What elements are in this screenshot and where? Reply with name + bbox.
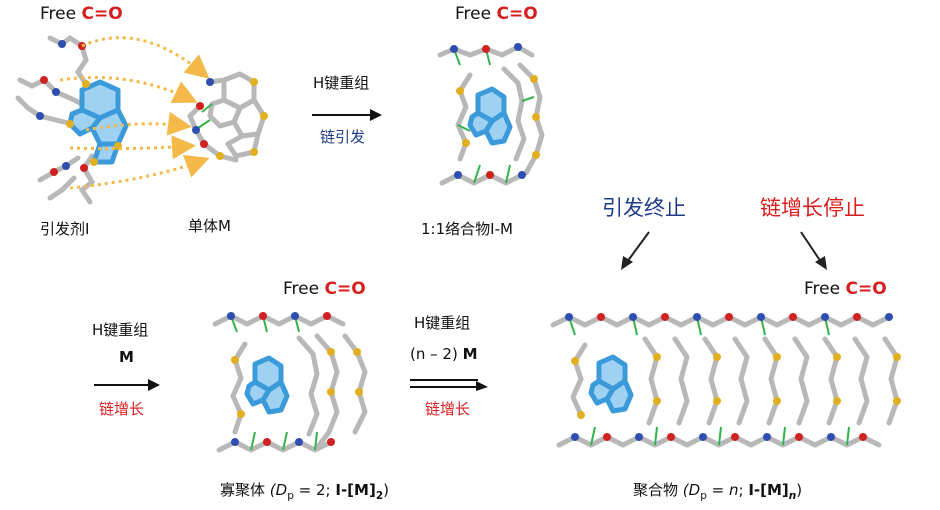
oligomer-dp: (Dp = 2; I-[M]2)	[269, 481, 389, 502]
complex-molecule	[437, 43, 545, 186]
step3-hbond-label: H键重组	[414, 314, 471, 332]
step2-chain-growth-label: 链增长	[99, 400, 145, 418]
dashed-arrows	[59, 36, 210, 190]
oligomer-molecule	[212, 312, 368, 453]
co-text: C=O	[496, 4, 538, 24]
free-text: Free	[804, 279, 841, 299]
free-text: Free	[455, 4, 492, 24]
free-co-label-polymer: Free C=O	[804, 281, 887, 298]
callout-init-stop: 引发终止	[602, 196, 686, 220]
free-co-label-complex: Free C=O	[455, 6, 538, 23]
step1-hbond-label: H键重组	[313, 74, 370, 92]
co-text: C=O	[324, 279, 366, 299]
callout-growth-stop: 链增长停止	[760, 196, 865, 220]
reaction-arrow-step2	[94, 379, 160, 391]
caption-initiator: 引发剂I	[40, 220, 90, 238]
step1-chain-init-label: 链引发	[320, 128, 366, 146]
monomer-text: M	[462, 345, 478, 363]
caption-polymer: 聚合物 (Dp = n; I-[M]n)	[633, 483, 802, 502]
callout-arrow-init-stop	[621, 231, 650, 270]
free-text: Free	[40, 4, 77, 24]
step2-hbond-label: H键重组	[92, 321, 149, 339]
caption-monomer: 单体M	[188, 217, 231, 235]
oligomer-prefix: 寡聚体	[220, 481, 266, 499]
polymer-molecule	[550, 313, 901, 448]
reaction-arrow-step1	[312, 109, 382, 121]
n-minus-2-text: (n – 2)	[410, 345, 458, 363]
callout-arrow-growth-stop	[800, 231, 827, 270]
caption-oligomer: 寡聚体 (Dp = 2; I-[M]2)	[220, 483, 389, 502]
step3-n-minus-2-label: (n – 2) M	[410, 347, 478, 362]
co-text: C=O	[845, 279, 887, 299]
step3-chain-growth-label: 链增长	[425, 400, 471, 418]
free-co-label-oligomer: Free C=O	[283, 281, 366, 298]
polymer-prefix: 聚合物	[633, 481, 679, 499]
caption-complex: 1:1络合物I-M	[421, 220, 513, 238]
initiator-molecule	[15, 34, 129, 205]
co-text: C=O	[81, 4, 123, 24]
reaction-arrow-step3	[410, 379, 488, 391]
free-co-label-initiator: Free C=O	[40, 6, 123, 23]
step2-monomer-label: M	[119, 348, 134, 366]
free-text: Free	[283, 279, 320, 299]
polymer-dp: (Dp = n; I-[M]n)	[682, 481, 803, 502]
monomer-molecule	[187, 71, 268, 163]
